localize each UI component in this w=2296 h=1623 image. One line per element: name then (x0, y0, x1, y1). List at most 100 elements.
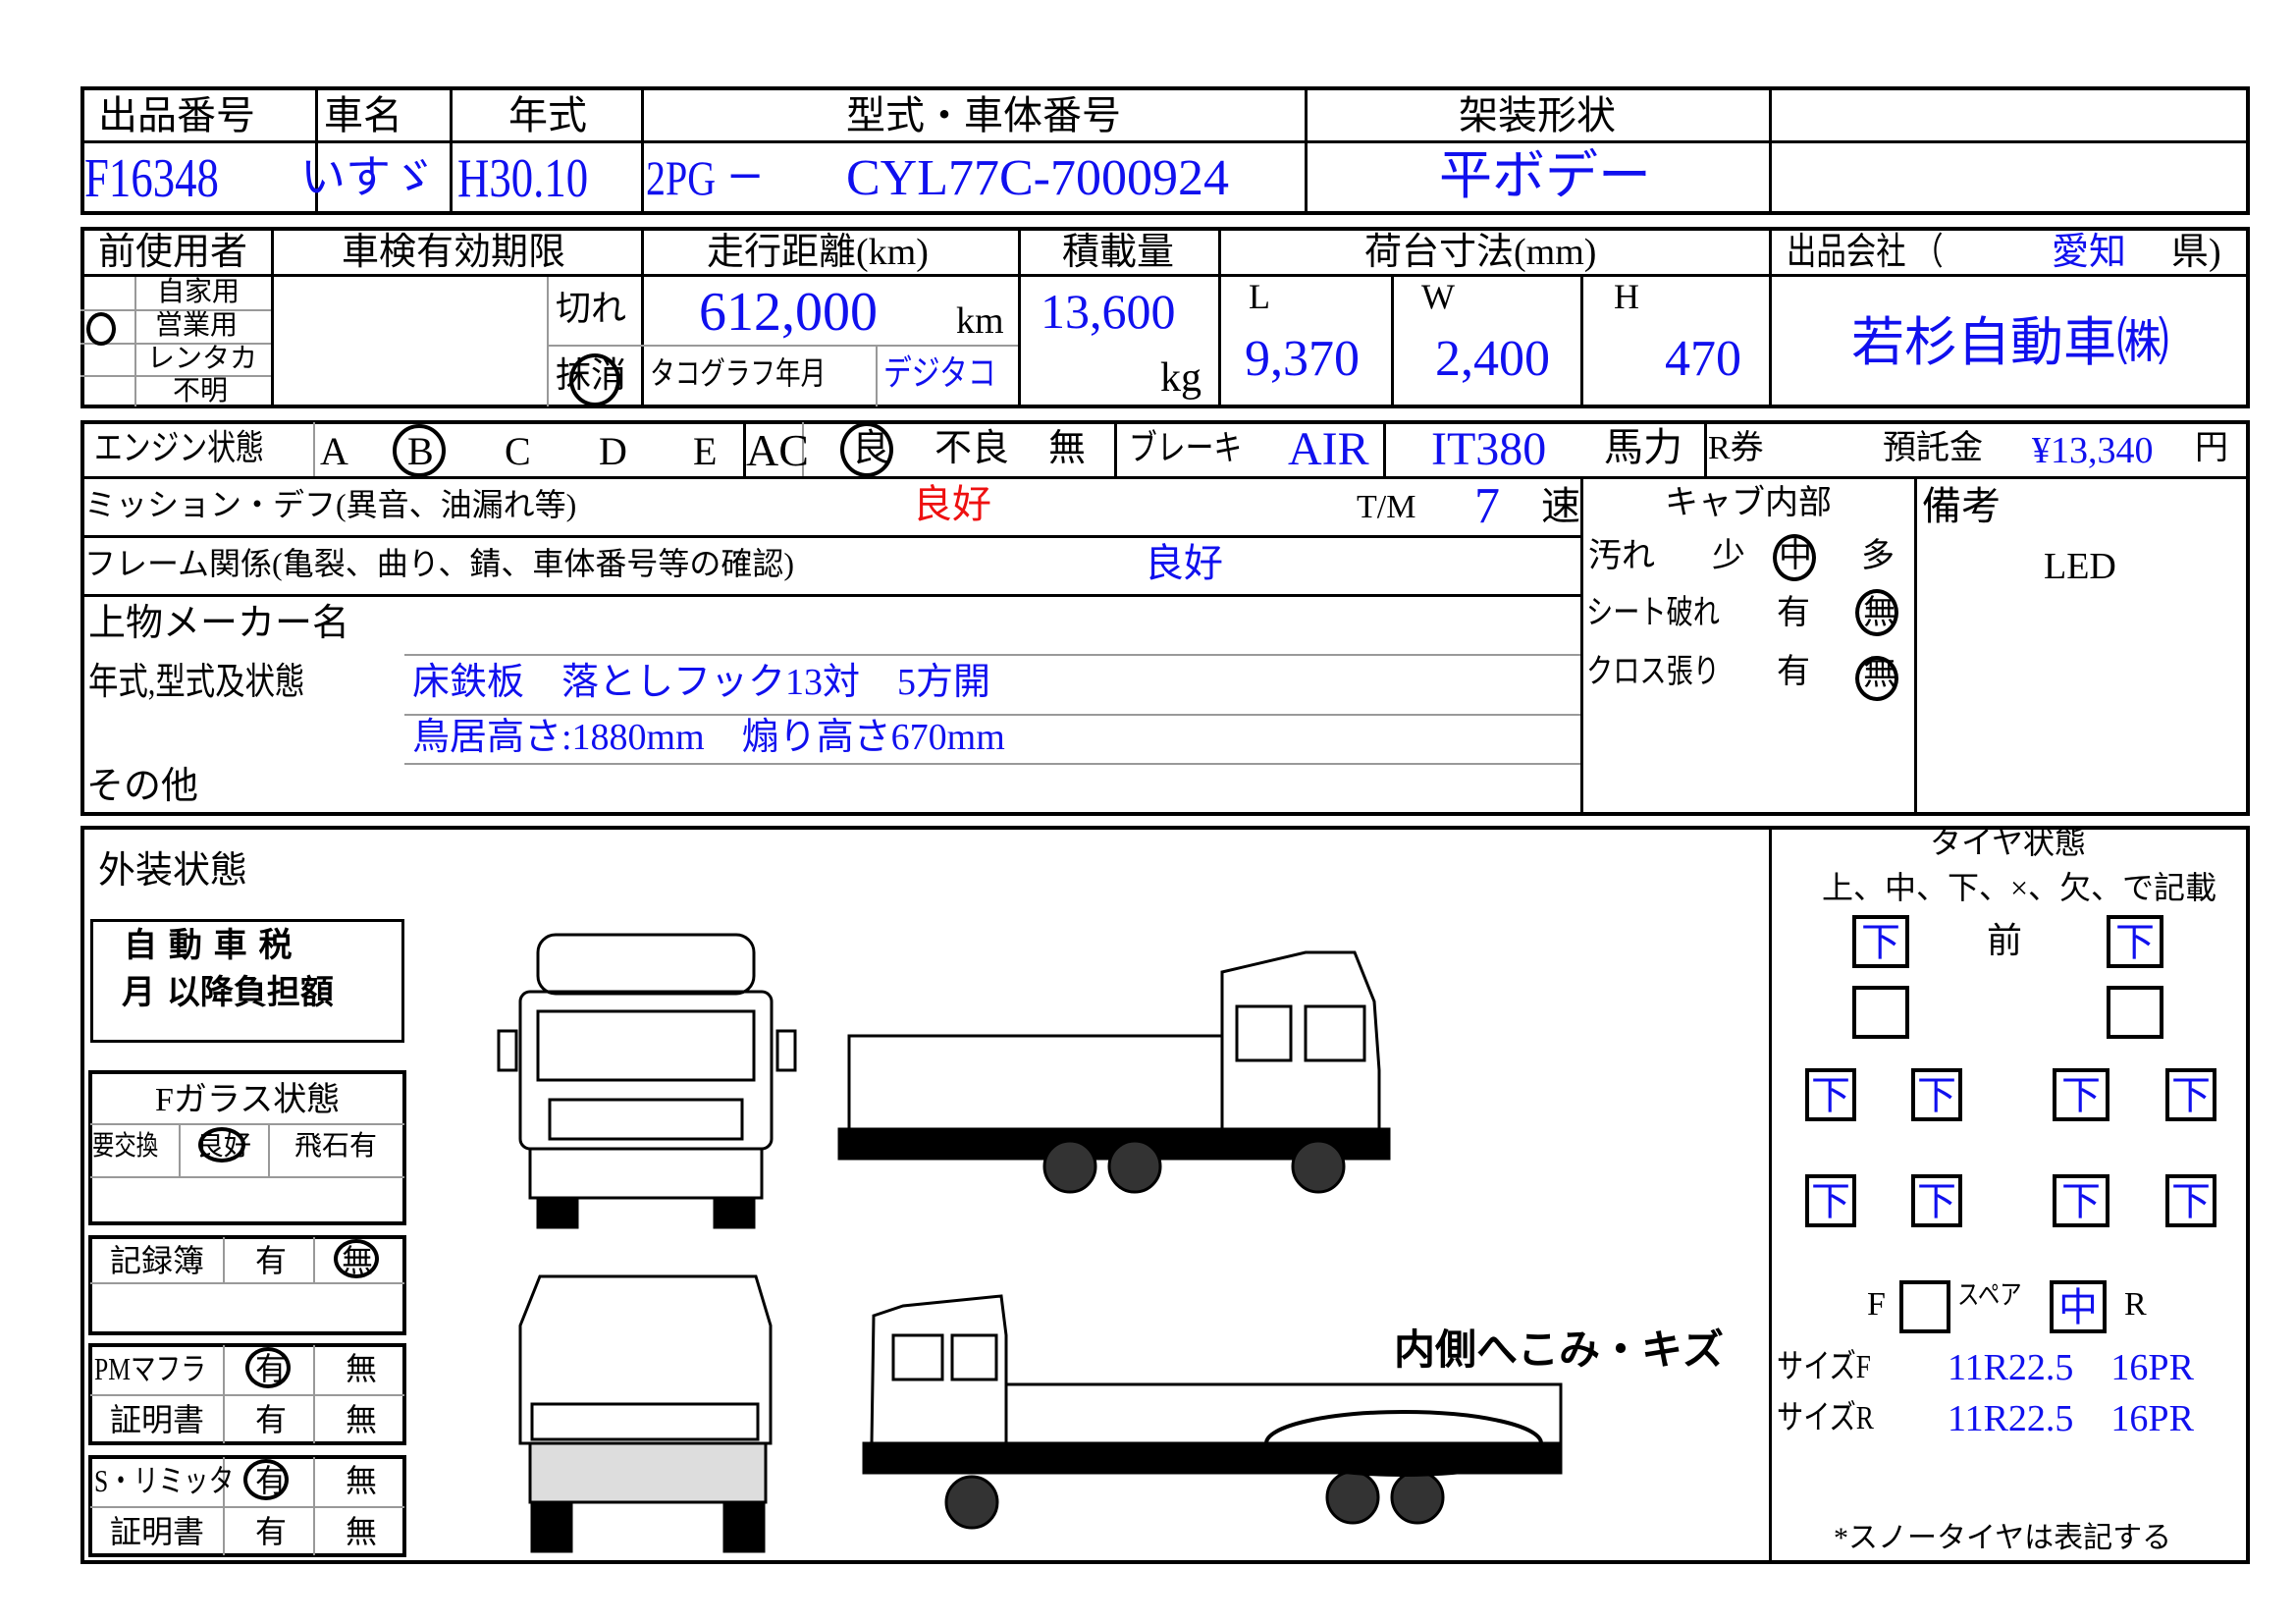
seat-yes[interactable]: 有 (1777, 595, 1810, 631)
glass-chip[interactable]: 飛石有 (294, 1131, 378, 1162)
ac-none[interactable]: 無 (1048, 428, 1087, 469)
engine-grade-a[interactable]: A (320, 429, 348, 473)
tire-rear2-outer-left[interactable]: 下 (1805, 1174, 1856, 1227)
spare-front[interactable] (1899, 1280, 1950, 1333)
tire-front2-right[interactable] (2107, 986, 2163, 1039)
user-type-rental[interactable]: レンタカ (147, 344, 258, 374)
tm-value: 7 (1474, 478, 1500, 534)
tire-rear2-inner-left[interactable]: 下 (1911, 1174, 1962, 1227)
tax-line-1: 自 動 車 税 (124, 926, 293, 965)
sl-cert-no[interactable]: 無 (346, 1514, 378, 1549)
frame-value: 良好 (1145, 541, 1223, 585)
lot-number: F16348 (84, 148, 219, 209)
frame-label: フレーム関係(亀裂、曲り、錆、車体番号等の確認) (84, 546, 795, 581)
sl-cert-label: 証明書 (110, 1514, 205, 1549)
spare-f-label: F (1867, 1286, 1886, 1323)
maker-value: いすゞ (300, 152, 436, 202)
size-f-value: 11R22.5 16PR (1948, 1347, 2194, 1388)
upper-maker-label: 上物メーカー名 (88, 603, 350, 644)
r-ticket-label: R券 (1708, 430, 1764, 466)
exterior-label: 外装状態 (98, 850, 248, 892)
prev-user-label: 前使用者 (98, 232, 248, 273)
spare-label: スペア (1957, 1280, 2022, 1311)
selected-mark-icon (1855, 589, 1898, 636)
user-type-private[interactable]: 自家用 (157, 277, 240, 307)
pm-cert-label: 証明書 (110, 1402, 205, 1437)
mission-value: 良好 (913, 482, 991, 526)
chassis-number: CYL77C-7000924 (846, 150, 1229, 206)
pm-cert-yes[interactable]: 有 (255, 1402, 288, 1437)
truck-diagram (497, 933, 1563, 1553)
remarks-label: 備考 (1922, 484, 2001, 528)
tire-title: タイヤ状態 (1930, 825, 2087, 860)
tire-rear1-outer-left[interactable]: 下 (1805, 1068, 1856, 1121)
company-label: 出品会社 （ (1787, 232, 1944, 273)
truck-front-view (497, 933, 797, 1229)
user-type-unknown[interactable]: 不明 (173, 376, 229, 406)
selected-mark-icon (86, 312, 116, 346)
tire-rear2-outer-right[interactable]: 下 (2165, 1174, 2216, 1227)
km-unit: km (956, 300, 1004, 342)
width-value: 2,400 (1435, 331, 1550, 387)
pm-no[interactable]: 無 (346, 1351, 378, 1386)
size-r-value: 11R22.5 16PR (1948, 1398, 2194, 1439)
condition-block (80, 420, 2250, 816)
upper-spec-line-1: 床鉄板 落としフック13対 5方開 (412, 662, 991, 703)
sl-no[interactable]: 無 (346, 1463, 378, 1498)
tire-rear2-inner-right[interactable]: 下 (2053, 1174, 2109, 1227)
engine-grade-c[interactable]: C (505, 429, 531, 473)
record-yes[interactable]: 有 (255, 1243, 288, 1278)
ac-label: AC (746, 425, 809, 475)
body-type: 平ボデー (1439, 146, 1651, 205)
capacity-label: 積載量 (1062, 232, 1175, 273)
engine-grade-d[interactable]: D (599, 429, 627, 473)
mileage-label: 走行距離(km) (707, 232, 929, 273)
height-label: H (1614, 277, 1639, 316)
dirt-low[interactable]: 少 (1712, 538, 1745, 574)
tire-front-right[interactable]: 下 (2107, 915, 2163, 968)
pm-label: PMマフラ (94, 1351, 206, 1386)
year-value: H30.10 (457, 148, 589, 209)
ac-bad[interactable]: 不良 (934, 428, 1010, 469)
pm-cert-no[interactable]: 無 (346, 1402, 378, 1437)
length-value: 9,370 (1245, 331, 1360, 387)
engine-grade-e[interactable]: E (693, 429, 718, 473)
selected-mark-icon (198, 1127, 245, 1163)
inspection-expired[interactable]: 切れ (556, 289, 627, 328)
dirt-label: 汚れ (1588, 538, 1655, 574)
spare-rear[interactable]: 中 (2050, 1280, 2107, 1333)
capacity-value: 13,600 (1041, 284, 1176, 339)
exterior-block (80, 826, 2250, 1564)
yen-unit: 円 (2195, 430, 2228, 466)
tire-rear1-inner-left[interactable]: 下 (1911, 1068, 1962, 1121)
selected-mark-icon (840, 422, 893, 477)
deposit-label: 預託金 (1883, 430, 1983, 466)
inspection-label: 車検有効期限 (342, 232, 566, 273)
dirt-high[interactable]: 多 (1861, 538, 1895, 574)
selected-mark-icon (245, 1347, 291, 1388)
truck-rear-view (518, 1274, 773, 1553)
sl-cert-yes[interactable]: 有 (255, 1514, 288, 1549)
prefecture-value: 愛知 (2052, 232, 2127, 273)
user-type-commercial[interactable]: 営業用 (155, 310, 239, 341)
info-block (80, 227, 2250, 408)
glass-replace[interactable]: 要交換 (92, 1131, 159, 1162)
cloth-yes[interactable]: 有 (1777, 654, 1810, 690)
company-name: 若杉自動車㈱ (1851, 313, 2169, 372)
tire-front-left[interactable]: 下 (1852, 915, 1909, 968)
truck-side-view-right (837, 950, 1391, 1194)
other-label: その他 (86, 766, 199, 807)
mileage-value: 612,000 (699, 282, 878, 343)
model-prefix: 2PG － (646, 150, 766, 205)
lot-label: 出品番号 (98, 93, 255, 137)
damage-note: 内側へこみ・キズ (1394, 1325, 1725, 1374)
tire-rear1-inner-right[interactable]: 下 (2053, 1068, 2109, 1121)
spare-r-label: R (2124, 1286, 2147, 1323)
tacho-value: デジタコ (883, 353, 996, 393)
selected-mark-icon (243, 1459, 289, 1500)
tire-rear1-outer-right[interactable]: 下 (2165, 1068, 2216, 1121)
tire-front2-left[interactable] (1852, 986, 1909, 1039)
tire-instruction: 上、中、下、×、欠、で記載 (1822, 870, 2217, 905)
maker-label: 車名 (324, 93, 402, 137)
